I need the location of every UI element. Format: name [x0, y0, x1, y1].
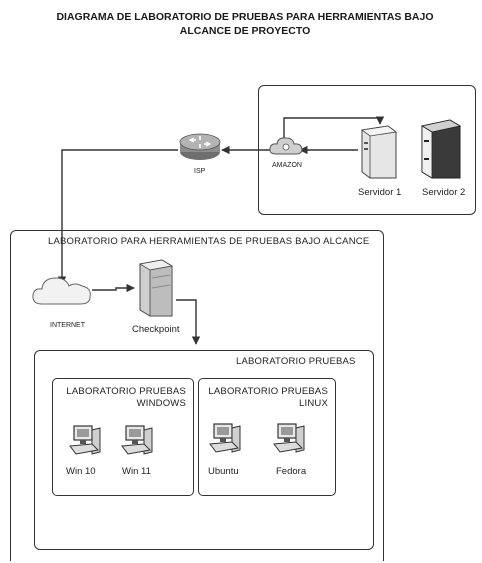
internet-label: INTERNET — [50, 322, 85, 329]
checkpoint-firewall — [134, 258, 178, 318]
cloud-icon — [269, 137, 303, 155]
computer-fedora — [272, 420, 310, 460]
computer-icon — [121, 425, 153, 455]
amazon-cloud — [268, 134, 304, 158]
lab-windows-container — [52, 378, 194, 496]
lab-windows-label: LABORATORIO PRUEBAS WINDOWS — [60, 386, 186, 410]
computer-win11 — [120, 422, 158, 462]
computer-icon — [273, 423, 305, 453]
server-icon — [360, 125, 398, 179]
computer-icon — [209, 423, 241, 453]
lab-linux-label: LABORATORIO PRUEBAS LINUX — [202, 386, 328, 410]
lab-windows-label-line-1: LABORATORIO PRUEBAS — [66, 386, 186, 397]
router-icon — [179, 133, 221, 160]
isp-label: ISP — [194, 168, 206, 175]
line-internet-checkpoint — [92, 283, 135, 293]
fedora-label: Fedora — [276, 466, 307, 477]
lab-pruebas-container — [34, 350, 374, 550]
diagram-title: DIAGRAMA DE LABORATORIO DE PRUEBAS PARA … — [40, 10, 450, 38]
computer-icon — [69, 425, 101, 455]
win10-label: Win 10 — [66, 466, 96, 477]
server-2 — [418, 118, 462, 180]
server-1-label: Servidor 1 — [358, 187, 402, 198]
lab-linux-container — [198, 378, 336, 496]
isp-router — [178, 128, 222, 164]
computer-ubuntu — [208, 420, 246, 460]
title-line-1: DIAGRAMA DE LABORATORIO DE PRUEBAS PARA … — [56, 11, 434, 23]
title-line-2: ALCANCE DE PROYECTO — [179, 25, 311, 37]
amazon-label: AMAZON — [272, 162, 302, 169]
checkpoint-label: Checkpoint — [132, 324, 180, 335]
line-checkpoint-lab — [176, 299, 201, 345]
cloud-icon — [32, 277, 91, 305]
line-amazon-loop — [283, 116, 385, 142]
firewall-icon — [138, 259, 174, 317]
computer-win10 — [68, 422, 106, 462]
server-1 — [358, 124, 398, 180]
server-dark-icon — [420, 119, 462, 179]
lab-main-container — [10, 230, 384, 561]
win11-label: Win 11 — [122, 466, 151, 477]
internet-cloud — [30, 272, 94, 308]
lab-windows-label-line-2: WINDOWS — [136, 398, 186, 409]
lab-main-label: LABORATORIO PARA HERRAMIENTAS DE PRUEBAS… — [48, 236, 370, 247]
lab-linux-label-line-2: LINUX — [299, 398, 328, 409]
server-2-label: Servidor 2 — [422, 187, 466, 198]
line-isp-internet — [57, 149, 178, 285]
lab-pruebas-label: LABORATORIO PRUEBAS — [236, 356, 356, 367]
lab-linux-label-line-1: LABORATORIO PRUEBAS — [208, 386, 328, 397]
ubuntu-label: Ubuntu — [208, 466, 239, 477]
